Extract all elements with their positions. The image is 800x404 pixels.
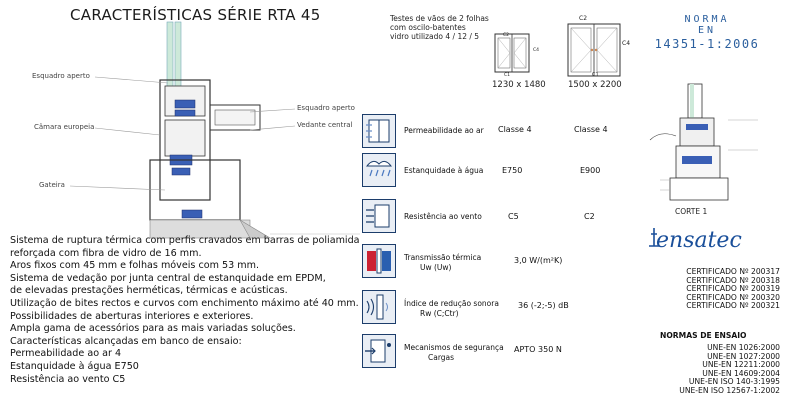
row-value-1: 3,0 W/(m²K) [514, 256, 563, 265]
mark-c1-small: C1 [504, 73, 511, 78]
ensaio-item: UNE-EN ISO 140-3:1995 [688, 377, 780, 387]
ensaio-list: UNE-EN 1026:2000 UNE-EN 1027:2000 UNE-EN… [640, 343, 780, 396]
description-line: Ampla gama de acessórios para as mais va… [10, 323, 296, 335]
description-line: Aros fixos com 45 mm e folhas móveis com… [10, 260, 260, 272]
label-leader-lines [69, 76, 296, 191]
window-diagram-large [567, 23, 621, 77]
certificate-item: CERTIFICADO Nº 200320 [686, 292, 780, 302]
page-title: CARACTERÍSTICAS SÉRIE RTA 45 [70, 6, 321, 24]
section-caption: CORTE 1 [675, 207, 708, 216]
row-value-2: E900 [580, 166, 601, 175]
row-label: Índice de redução sonora [404, 299, 499, 308]
sound-reduction-icon [362, 290, 396, 324]
label-vedante-central: Vedante central [297, 121, 353, 129]
row-value-1: Classe 4 [498, 125, 532, 134]
mark-c2-large: C2 [579, 15, 588, 22]
mark-c4-small: C4 [533, 48, 540, 53]
ensaio-item: UNE-EN ISO 12567-1:2002 [679, 385, 780, 395]
row-value-1: E750 [502, 166, 523, 175]
norma-badge: NORMA EN 14351-1:2006 [636, 14, 778, 51]
row-label: Resistência ao vento [404, 212, 482, 221]
section-drawing [649, 83, 758, 201]
performance-row-security: Mecanismos de segurança Cargas APTO 350 … [362, 334, 632, 368]
certificate-item: CERTIFICADO Nº 200317 [686, 267, 780, 276]
mark-c2-small: C2 [503, 33, 510, 38]
security-mechanism-icon [362, 334, 396, 368]
tests-caption-line: Testes de vãos de 2 folhas [390, 14, 489, 23]
certificate-item: CERTIFICADO Nº 200321 [686, 301, 780, 311]
row-label: Estanquidade à água [404, 166, 484, 175]
description-line: Resistência ao vento C5 [10, 373, 126, 385]
wind-resistance-icon [362, 199, 396, 233]
air-permeability-icon [362, 114, 396, 148]
certificates-list: CERTIFICADO Nº 200317 CERTIFICADO Nº 200… [640, 267, 780, 311]
performance-row-air: Permeabilidade ao ar Classe 4 Classe 4 [362, 114, 632, 148]
description-line: Estanquidade à água E750 [10, 360, 139, 372]
norma-line-3: 14351-1:2006 [654, 37, 760, 51]
description-line: Sistema de ruptura térmica com perfis cr… [10, 235, 360, 246]
norma-line-1: NORMA [684, 14, 730, 25]
ensaio-item: UNE-EN 14609:2004 [702, 368, 780, 378]
description-line: Permeabilidade ao ar 4 [10, 348, 122, 360]
description-block: Sistema de ruptura térmica com perfis cr… [10, 235, 370, 386]
ensaio-item: UNE-EN 1027:2000 [707, 351, 780, 361]
description-line: de elevadas prestações herméticas, térmi… [10, 285, 288, 297]
row-value-2: C2 [584, 212, 595, 221]
size-large-window: 1500 x 2200 [568, 80, 622, 90]
row-label: Mecanismos de segurança [404, 343, 504, 352]
row-sublabel: Rw (C;Ctr) [420, 309, 459, 318]
brand-logo: ensatec [656, 228, 742, 253]
mark-c4-large: C4 [622, 40, 631, 47]
ensaio-item: UNE-EN 1026:2000 [707, 343, 780, 352]
row-sublabel: Cargas [428, 353, 455, 362]
ensaio-item: UNE-EN 12211:2000 [702, 360, 780, 370]
label-esquadro-aperto-2: Esquadro aperto [297, 104, 355, 112]
norma-line-2: EN [697, 25, 717, 36]
certificate-item: CERTIFICADO Nº 200319 [686, 284, 780, 294]
description-line: Possibilidades de aberturas interiores e… [10, 310, 254, 322]
row-value-2: Classe 4 [574, 125, 608, 134]
row-label: Transmissão térmica [404, 253, 482, 262]
certificate-item: CERTIFICADO Nº 200318 [686, 275, 780, 285]
performance-row-wind: Resistência ao vento C5 C2 [362, 199, 632, 233]
profile-cross-section [149, 21, 360, 239]
label-esquadro-aperto-1: Esquadro aperto [32, 72, 90, 80]
performance-row-sound: Índice de redução sonora Rw (C;Ctr) 36 (… [362, 290, 632, 324]
row-value-1: C5 [508, 212, 519, 221]
window-diagram-small [494, 33, 530, 73]
row-label: Permeabilidade ao ar [404, 126, 484, 135]
description-line: Sistema de vedação por junta central de … [10, 272, 326, 284]
row-sublabel: Uw (Uw) [420, 263, 452, 272]
label-gateira: Gateira [39, 181, 65, 189]
performance-row-thermal: Transmissão térmica Uw (Uw) 3,0 W/(m²K) [362, 244, 632, 278]
thermal-transmission-icon [362, 244, 396, 278]
water-tightness-icon [362, 153, 396, 187]
mark-c1-large: C1 [592, 72, 599, 78]
description-line: Características alcançadas em banco de e… [10, 335, 242, 347]
description-line: Utilização de bites rectos e curvos com … [10, 297, 359, 309]
label-camara-europeia: Câmara europeia [34, 123, 95, 131]
tests-caption-line: com oscilo-batentes [390, 23, 466, 32]
ensatec-logo-icon [649, 228, 659, 247]
performance-row-water: Estanquidade à água E750 E900 [362, 153, 632, 187]
size-small-window: 1230 x 1480 [492, 80, 546, 90]
ensaio-heading: NORMAS DE ENSAIO [660, 331, 747, 340]
tests-caption: Testes de vãos de 2 folhas com oscilo-ba… [390, 14, 489, 41]
tests-caption-line: vidro utilizado 4 / 12 / 5 [390, 32, 480, 41]
description-line: reforçada com fibra de vidro de 16 mm. [10, 247, 202, 259]
row-value-1: APTO 350 N [514, 345, 562, 354]
row-value-1: 36 (-2;-5) dB [518, 301, 569, 310]
